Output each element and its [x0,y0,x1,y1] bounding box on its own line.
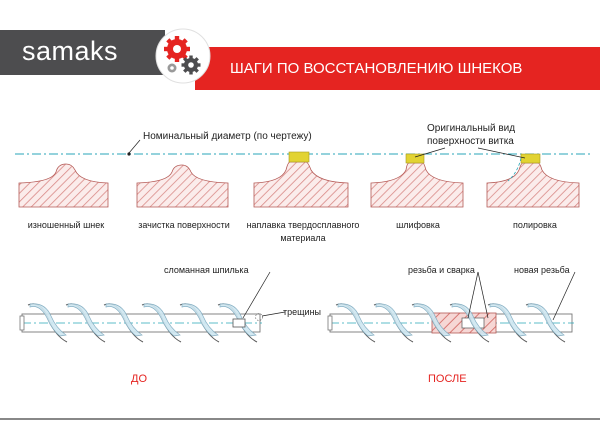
stage-label-hardfacing-line2: материала [280,233,326,243]
shaft-before [19,271,286,343]
stage-label-grinding: шлифовка [396,220,440,230]
hardfacing-layer [288,151,310,163]
shaft-after [327,271,576,343]
after-label: ПОСЛЕ [428,373,467,385]
gears-icon [155,28,211,84]
original-surface-label-1: Оригинальный вид [427,123,516,134]
title-bar [195,47,600,90]
broken-pin-label: сломанная шпилька [164,265,249,275]
original-surface-label-2: поверхности витка [427,136,514,147]
new-thread-label: новая резьба [514,265,570,275]
page-title: ШАГИ ПО ВОССТАНОВЛЕНИЮ ШНЕКОВ [230,60,523,77]
stage-label-worn: изношенный шнек [27,220,105,230]
stage-label-cleaning: зачистка поверхности [138,220,230,230]
cracks-label: трещины [283,307,322,317]
stage-polishing-profile [486,153,580,208]
brand-logo-text: samaks [22,36,119,66]
header: samaks [0,0,600,100]
stage-label-polishing: полировка [513,220,557,230]
nominal-diameter-label: Номинальный диаметр (по чертежу) [143,131,312,142]
stage-grinding-profile [370,153,464,208]
brand-bar [0,30,165,75]
stage-cleaned-profile [136,164,229,208]
stage-worn-profile [18,163,109,208]
before-label: ДО [131,373,148,385]
stage-hardfacing-profile [253,151,349,208]
thread-weld-label: резьба и сварка [408,265,475,275]
stage-label-hardfacing: наплавка твердосплавного [246,220,360,230]
